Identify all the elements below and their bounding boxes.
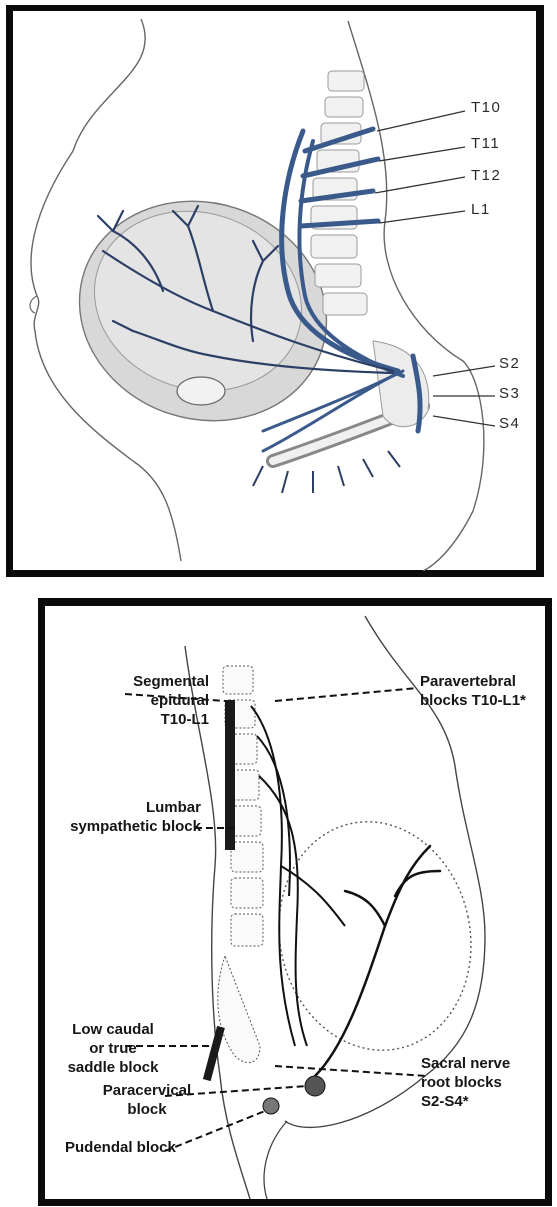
label-pudendal: Pudendal block xyxy=(65,1138,205,1157)
pudendal-ganglion xyxy=(263,1098,279,1114)
bottom-anatomy-panel: Segmental epidural T10-L1 Lumbar sympath… xyxy=(38,598,552,1206)
spine xyxy=(218,666,263,1063)
label-l1: L1 xyxy=(471,201,491,218)
label-t12: T12 xyxy=(471,167,501,184)
bladder xyxy=(177,377,225,405)
label-t10: T10 xyxy=(471,99,501,116)
label-lumbar-sympathetic: Lumbar sympathetic block xyxy=(61,798,201,836)
label-t11: T11 xyxy=(471,135,500,152)
uterine-branches xyxy=(315,846,440,1076)
nipple-outline xyxy=(30,296,37,313)
top-anatomy-panel: T10 T11 T12 L1 S2 S3 S4 xyxy=(6,5,544,577)
label-sacral-nerve-root: Sacral nerve root blocks S2-S4* xyxy=(421,1054,551,1111)
label-low-caudal: Low caudal or true saddle block xyxy=(53,1020,173,1077)
label-s3: S3 xyxy=(499,385,520,402)
caudal-segment xyxy=(203,1026,225,1081)
nerve-roots xyxy=(251,706,345,1046)
paracervical-ganglion xyxy=(305,1076,325,1096)
top-anatomy-illustration xyxy=(13,11,537,571)
label-paravertebral: Paravertebral blocks T10-L1* xyxy=(420,672,550,710)
body-outline-back xyxy=(348,21,484,571)
label-paracervical: Paracervical block xyxy=(77,1081,217,1119)
spine xyxy=(311,71,429,427)
label-s2: S2 xyxy=(499,355,520,372)
uterus-dotted-outline xyxy=(258,804,492,1068)
label-s4: S4 xyxy=(499,415,520,432)
label-segmental-epidural: Segmental epidural T10-L1 xyxy=(69,672,209,729)
